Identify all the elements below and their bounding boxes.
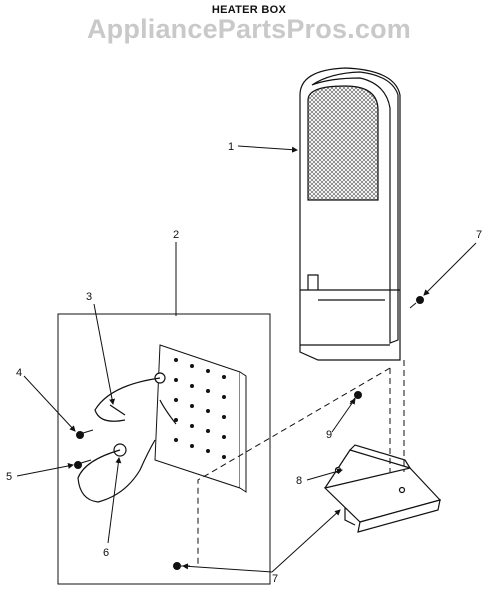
diagram-title: HEATER BOX <box>211 4 287 16</box>
screw-5 <box>74 459 92 469</box>
callout-8: 8 <box>296 475 302 487</box>
callout-7-bottom: 7 <box>272 573 278 585</box>
screw-9 <box>349 391 362 405</box>
heater-duct-part <box>299 67 401 361</box>
heater-assembly-frame <box>57 313 271 585</box>
callout-3: 3 <box>86 291 92 303</box>
callout-4: 4 <box>16 367 22 379</box>
callout-leaders <box>16 145 477 573</box>
alignment-lines <box>197 360 405 564</box>
callout-7-top: 7 <box>476 229 482 241</box>
screw-4 <box>76 429 94 439</box>
screw-7-top <box>409 296 424 309</box>
callout-1: 1 <box>228 141 234 153</box>
watermark: AppliancePartsPros.com <box>86 14 411 44</box>
callout-9: 9 <box>326 429 332 441</box>
heater-element-plate <box>154 344 247 493</box>
thermostat-assembly <box>77 372 177 503</box>
callout-5: 5 <box>6 471 12 483</box>
callout-6: 6 <box>103 547 109 559</box>
mounting-bracket <box>323 444 442 533</box>
callout-2: 2 <box>173 229 179 241</box>
